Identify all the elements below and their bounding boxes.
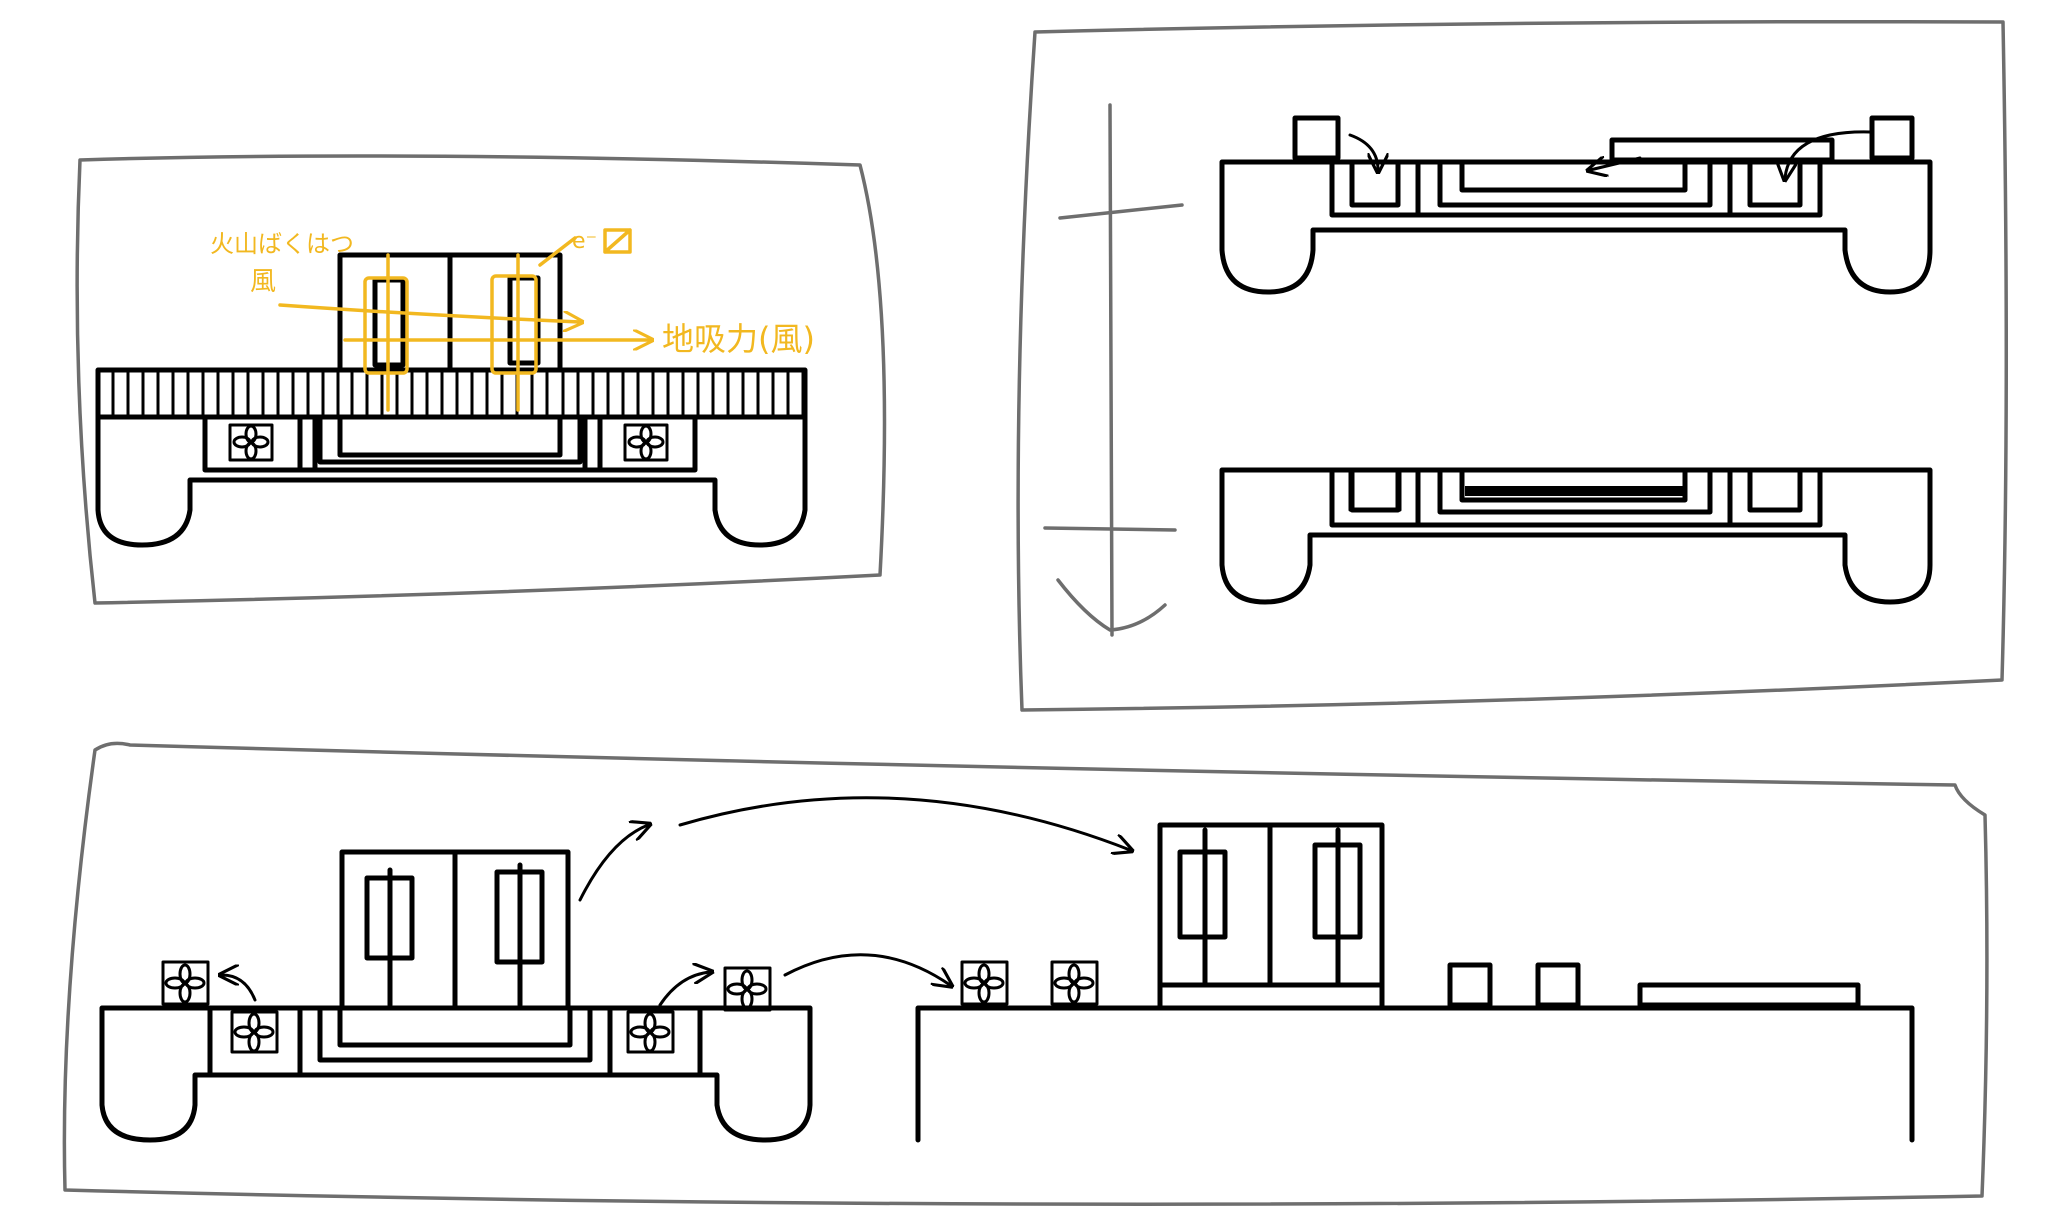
tray-lower-slot-center [1418, 470, 1730, 525]
highlight-right-plate [492, 276, 536, 373]
bottom-fan-right [628, 1012, 673, 1052]
tray-upper-outline [1222, 162, 1930, 292]
attraction-label: 地吸力(風) [662, 320, 815, 358]
parts-table [918, 825, 1912, 1140]
panel-frame-top-left [77, 156, 884, 603]
arrow-tower-up [580, 825, 648, 900]
bottom-fan-lifted-right [725, 968, 770, 1010]
fan-left [230, 425, 272, 460]
bottom-fan-lifted-left [163, 962, 208, 1004]
bottom-fan-left [232, 1012, 277, 1052]
tray-upper-slot-center [1418, 162, 1730, 215]
tray-lower [1222, 470, 1930, 602]
block-left-detached [1295, 118, 1338, 158]
block-right-detached [1872, 118, 1912, 158]
inner-channel-u2 [340, 417, 560, 455]
block-right-installed [1750, 470, 1800, 510]
volcano-label-1: 火山ばくはつ [210, 230, 354, 258]
sequence-tick-lower [1045, 528, 1175, 530]
arrow-fan-to-table [785, 955, 950, 985]
arrow-fan-left-up [222, 975, 255, 1000]
machine-bottom-left [102, 825, 810, 1140]
tray-upper-slot-left [1332, 162, 1418, 215]
table-lid-plate [1640, 985, 1858, 1005]
tray-upper [1222, 118, 1930, 292]
table-block-1 [1450, 965, 1490, 1005]
sequence-vertical-line [1110, 105, 1112, 635]
block-left-installed [1350, 470, 1400, 510]
fan-right [625, 425, 667, 460]
tray-lower-slot-right [1730, 470, 1820, 525]
table-fan-1 [962, 962, 1007, 1004]
bottom-tower [342, 852, 568, 1008]
electron-label: e⁻ [572, 229, 597, 254]
lid-plate-installed [1465, 486, 1683, 496]
table-block-2 [1538, 965, 1578, 1005]
table-outline [918, 1008, 1912, 1140]
electron-glyph [605, 230, 630, 252]
tray-upper-slot-right [1730, 162, 1820, 215]
sequence-tick-upper [1060, 205, 1182, 218]
panel-frame-top-right [1018, 22, 2006, 710]
arrow-tower-to-table [680, 798, 1130, 850]
ribbed-strip-ribs [113, 370, 803, 417]
tray-lower-slot-left [1332, 470, 1418, 525]
machine-top-left [98, 255, 805, 545]
sequence-axis [1045, 105, 1182, 635]
volcano-label-2: 風 [250, 267, 276, 297]
table-fan-2 [1052, 962, 1097, 1004]
panel-frame-bottom [64, 743, 1987, 1204]
arrow-fan-right-up [660, 972, 710, 1005]
